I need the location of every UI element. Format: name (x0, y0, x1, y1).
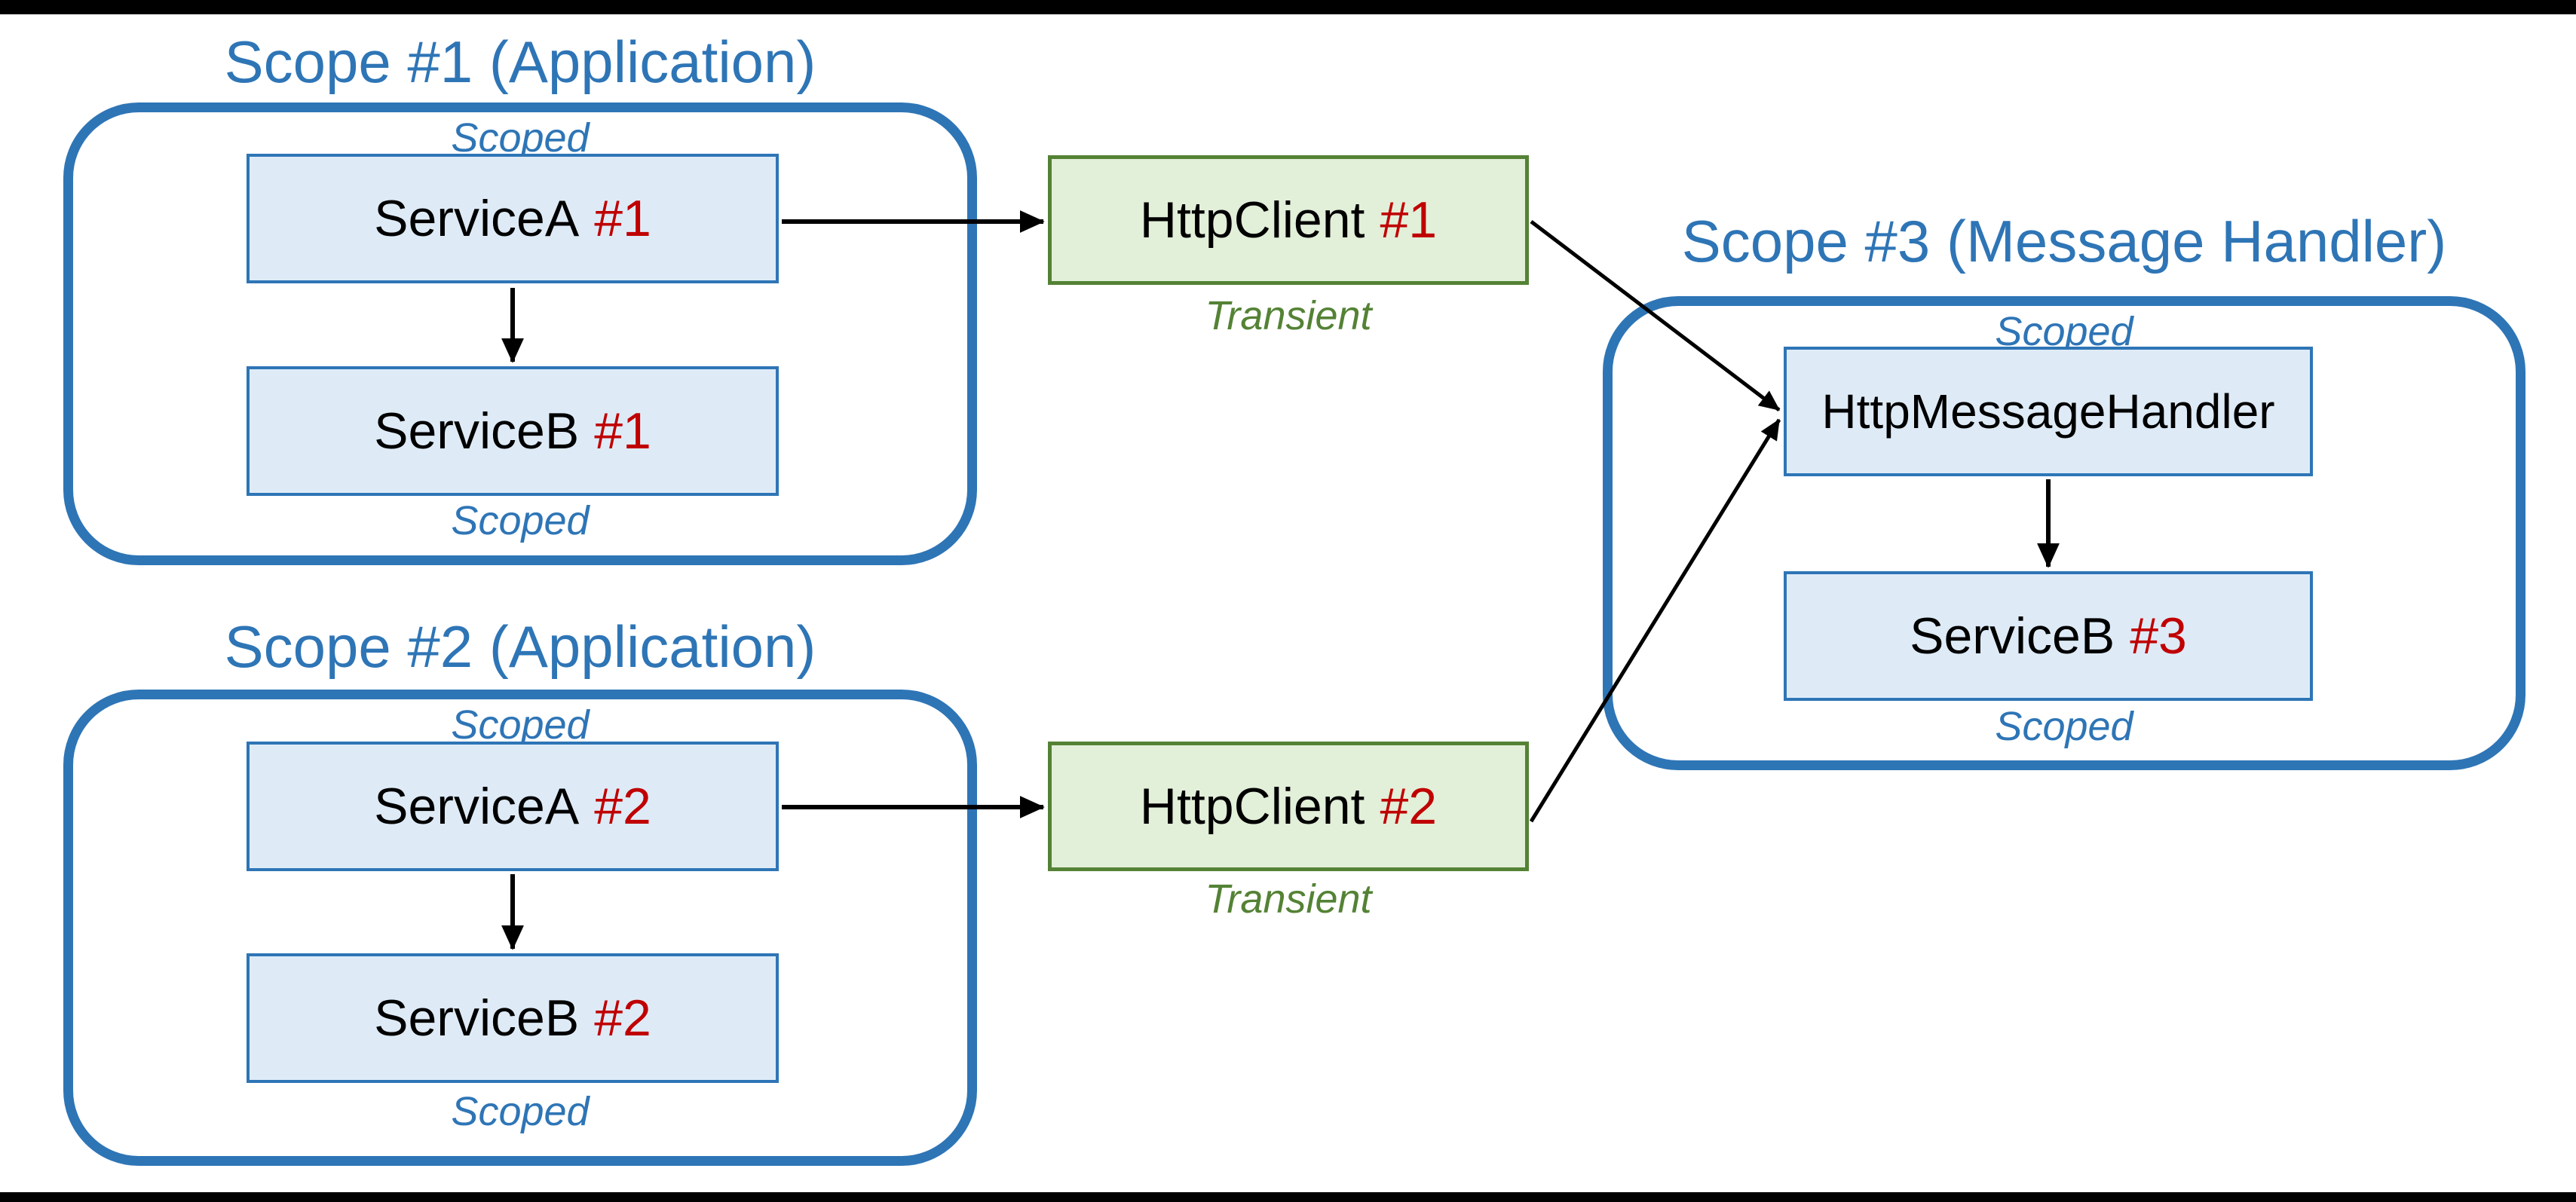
httpclient-1-transient-label: Transient (1205, 293, 1372, 338)
node-httpclient-2-label: HttpClient (1139, 778, 1365, 835)
scope3-container (1603, 296, 2525, 770)
scope3-scoped-label-bottom: Scoped (1995, 704, 2133, 749)
scope1-scoped-label-bottom: Scoped (451, 498, 590, 543)
node-serviceb-3-instance: #3 (2130, 607, 2187, 665)
node-servicea-1-label: ServiceA (374, 190, 580, 247)
node-serviceb-2-label: ServiceB (374, 989, 580, 1047)
node-httpclient-1: HttpClient #1 (1048, 155, 1529, 285)
node-httpclient-1-instance: #1 (1380, 191, 1438, 249)
scope2-title: Scope #2 (Application) (224, 613, 816, 680)
scope2-scoped-label-bottom: Scoped (451, 1089, 590, 1134)
node-servicea-1: ServiceA #1 (247, 154, 779, 283)
node-httpclient-2: HttpClient #2 (1048, 742, 1529, 871)
node-httpmessagehandler: HttpMessageHandler (1784, 347, 2313, 476)
scope2-scoped-label-top: Scoped (451, 702, 590, 748)
node-serviceb-1: ServiceB #1 (247, 366, 779, 496)
arrow-httpclient1-to-httpmessagehandler (1530, 220, 1781, 411)
node-servicea-2-label: ServiceA (374, 778, 580, 835)
scope1-scoped-label-top: Scoped (451, 115, 590, 161)
letterbox-top (0, 0, 2576, 14)
node-httpmessagehandler-label: HttpMessageHandler (1821, 384, 2275, 439)
node-serviceb-2-instance: #2 (594, 989, 651, 1047)
node-httpclient-2-instance: #2 (1380, 778, 1438, 835)
node-servicea-2: ServiceA #2 (247, 742, 779, 871)
node-httpclient-1-label: HttpClient (1139, 191, 1365, 249)
arrow-httpclient2-to-httpmessagehandler (1529, 418, 1781, 823)
scope1-container (63, 102, 977, 565)
node-serviceb-3: ServiceB #3 (1784, 571, 2313, 701)
node-servicea-2-instance: #2 (594, 778, 651, 835)
scope1-title: Scope #1 (Application) (224, 29, 816, 95)
node-serviceb-1-instance: #1 (594, 402, 651, 460)
letterbox-bottom (0, 1192, 2576, 1202)
node-serviceb-2: ServiceB #2 (247, 953, 779, 1083)
node-servicea-1-instance: #1 (594, 190, 651, 247)
node-serviceb-3-label: ServiceB (1910, 607, 2115, 665)
scope3-title: Scope #3 (Message Handler) (1681, 208, 2447, 274)
node-serviceb-1-label: ServiceB (374, 402, 580, 460)
httpclient-2-transient-label: Transient (1205, 876, 1372, 922)
